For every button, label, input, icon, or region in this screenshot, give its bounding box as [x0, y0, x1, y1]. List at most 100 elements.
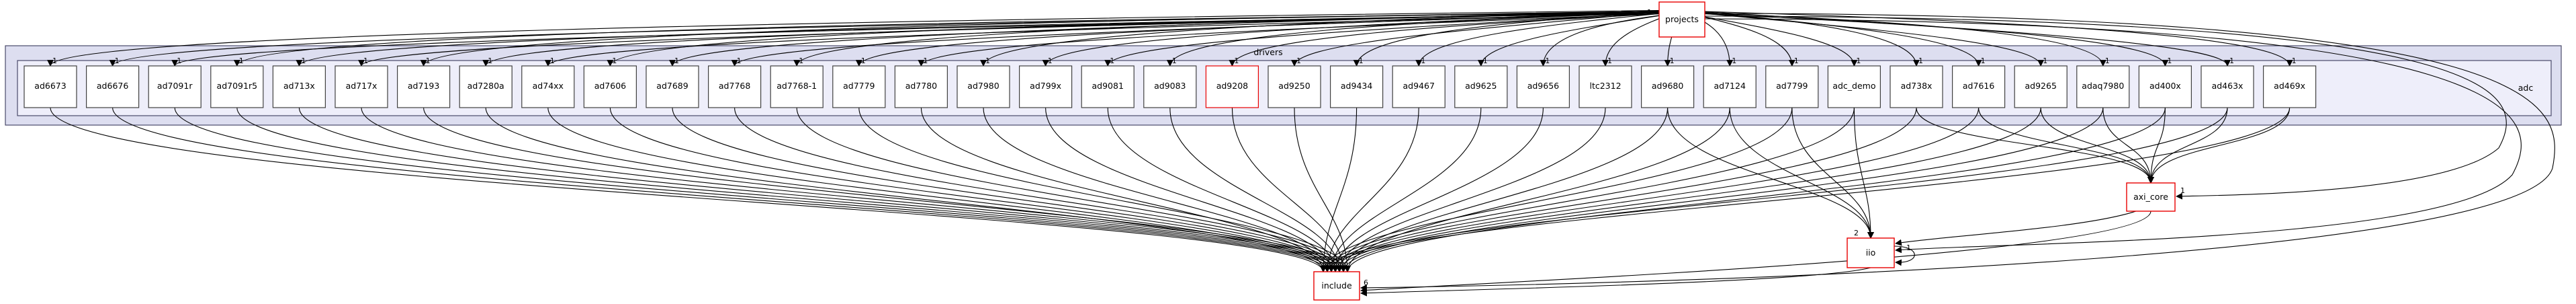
module-label-ad9680: ad9680: [1652, 81, 1683, 91]
module-label-ad717x: ad717x: [346, 81, 377, 91]
module-label-ad9208: ad9208: [1216, 81, 1248, 91]
module-node-ad9680[interactable]: ad9680 1: [1641, 56, 1695, 108]
adc-label[interactable]: adc: [2518, 83, 2534, 93]
module-box-ad713x: [272, 65, 326, 108]
edge-projects-adc-demo: [1681, 12, 1858, 67]
edge-ad469x-include: [1324, 107, 2291, 272]
module-label-ad9467: ad9467: [1403, 81, 1434, 91]
edge-ad7689-include: [672, 107, 1339, 272]
iio-node[interactable]: iio: [1847, 237, 1895, 268]
edge-projects-ad7193: [420, 10, 1683, 67]
module-in-label-ad7091r: 1: [177, 56, 181, 65]
module-node-ad9625[interactable]: ad9625 1: [1454, 56, 1508, 108]
module-node-ad7606[interactable]: ad7606 1: [583, 56, 637, 108]
module-node-ad7768[interactable]: ad7768 1: [707, 56, 762, 108]
module-box-ad7768-1: [770, 65, 824, 108]
module-label-ad6676: ad6676: [97, 81, 128, 91]
iio-self-label: 1: [1906, 243, 1911, 252]
edge-ad6676-include: [112, 107, 1331, 272]
module-label-ad7091r5: ad7091r5: [217, 81, 258, 91]
edge-ad717x-include: [361, 107, 1347, 272]
module-in-label-ad463x: 1: [2229, 56, 2234, 65]
edge-ad7280a-include: [485, 107, 1327, 272]
edge-ad799x-include: [1045, 107, 1335, 272]
edge-projects-ad9656: [1540, 12, 1683, 67]
edge-ad7606-include: [609, 107, 1335, 272]
module-label-ad7768: ad7768: [719, 81, 750, 91]
module-box-ad9208: [1205, 65, 1259, 108]
edge-ad9083-include: [1169, 107, 1343, 272]
edge-ad7193-include: [423, 107, 1351, 272]
module-box-ad7280a: [459, 65, 513, 108]
edge-ad9625-include: [1328, 107, 1482, 272]
module-label-ad7606: ad7606: [594, 81, 626, 91]
edge-ad9680-iio: [1667, 107, 1874, 239]
module-in-label-ad7689: 1: [674, 56, 679, 65]
edge-projects-include: [1360, 13, 2555, 291]
module-in-label-ad713x: 1: [301, 56, 306, 65]
iio-label: iio: [1866, 248, 1876, 258]
edge-ad7091r-include: [174, 107, 1335, 272]
module-in-label-ad7768: 1: [737, 56, 742, 65]
module-in-label-ad738x: 1: [1918, 56, 1923, 65]
module-box-ad7980: [957, 65, 1010, 108]
module-node-ad7768-1[interactable]: ad7768-11: [770, 56, 824, 108]
module-in-label-ad9656: 1: [1545, 56, 1550, 65]
module-in-label-ad7606: 1: [612, 56, 617, 65]
module-label-ad9083: ad9083: [1154, 81, 1186, 91]
edge-ad7124-iio: [1729, 107, 1874, 239]
module-box-ad7768: [707, 65, 762, 108]
module-label-ad7799: ad7799: [1776, 81, 1808, 91]
include-node[interactable]: include: [1313, 271, 1360, 301]
edge-projects-ad7779: [855, 11, 1683, 67]
module-box-ad6676: [86, 65, 140, 108]
module-label-ad9625: ad9625: [1465, 81, 1497, 91]
edge-projects-ad9265: [1681, 11, 2045, 67]
edge-projects-ad469x: [1681, 10, 2293, 67]
projects-node[interactable]: projects: [1658, 1, 1705, 38]
module-box-ad7799: [1765, 65, 1819, 108]
module-label-ad9434: ad9434: [1341, 81, 1372, 91]
module-node-ad7091r[interactable]: ad7091r 1: [148, 56, 202, 108]
module-in-label-ad7779: 1: [861, 56, 866, 65]
module-box-ad7124: [1703, 65, 1757, 108]
module-in-label-ad9625: 1: [1483, 56, 1488, 65]
edge-ad7779-include: [858, 107, 1351, 272]
module-in-label-ad9680: 1: [1670, 56, 1675, 65]
axi-core-node[interactable]: axi_core: [2126, 182, 2176, 212]
module-label-ad7091r: ad7091r: [157, 81, 193, 91]
module-in-label-adc-demo: 1: [1856, 56, 1861, 65]
edge-ad7799-include: [1320, 107, 1793, 272]
